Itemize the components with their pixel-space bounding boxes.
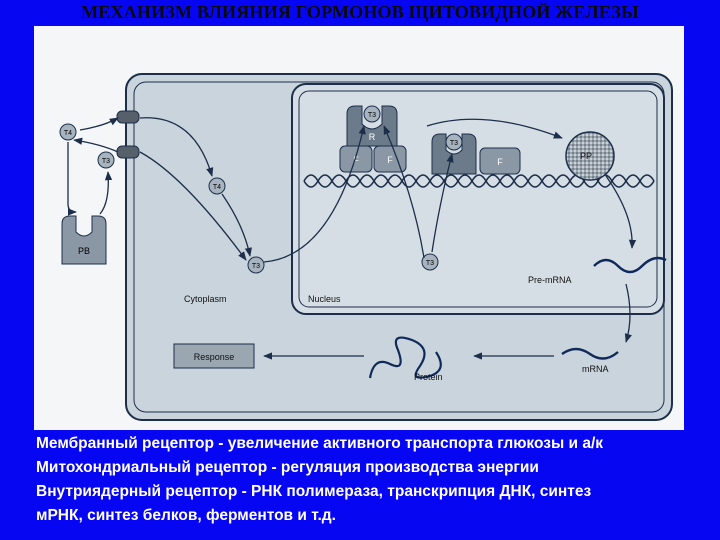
svg-text:T3: T3 <box>102 158 110 165</box>
svg-text:T3: T3 <box>252 263 260 270</box>
membrane-transporter-bottom <box>116 145 140 159</box>
r-receptor <box>431 133 477 175</box>
svg-text:F: F <box>353 155 359 165</box>
t3-bound <box>445 133 463 151</box>
receptor-complex-left: F F R T3 <box>339 105 407 173</box>
slide-title: МЕХАНИЗМ ВЛИЯНИЯ ГОРМОНОВ ЩИТОВИДНОЙ ЖЕЛ… <box>81 2 639 22</box>
caption-line-mitochondrial: Митохондриальный рецептор - регуляция пр… <box>36 459 539 476</box>
svg-text:T4: T4 <box>213 184 221 191</box>
t3-cytoplasm: T3 <box>247 256 265 274</box>
svg-text:F: F <box>497 157 503 167</box>
svg-text:PP: PP <box>580 151 592 161</box>
svg-text:Protein: Protein <box>414 372 443 382</box>
pre-mrna-strand <box>593 256 667 274</box>
caption: Мембранный рецептор - увеличение активно… <box>36 432 716 528</box>
f-protein <box>479 147 521 175</box>
caption-line-synthesis: мРНК, синтез белков, ферментов и т.д. <box>36 507 336 524</box>
rna-polymerase <box>565 131 615 181</box>
hormone-mechanism-diagram: F F R T3 T3 F PP PB T4 T3 T4 T3 T3 <box>34 26 684 430</box>
membrane-transporter-top <box>116 110 140 124</box>
t4-cytoplasm: T4 <box>208 177 226 195</box>
svg-text:R: R <box>369 132 376 142</box>
svg-text:T3: T3 <box>450 140 458 147</box>
svg-text:T4: T4 <box>64 130 72 137</box>
receptor-complex-right: T3 F <box>431 133 521 175</box>
pb-binding-protein <box>61 215 107 265</box>
r-receptor <box>346 105 398 147</box>
t3-nucleus: T3 <box>421 253 439 271</box>
svg-text:PB: PB <box>78 246 90 256</box>
svg-text:Response: Response <box>194 352 235 362</box>
t4-outside: T4 <box>59 123 77 141</box>
mrna-strand <box>561 347 619 360</box>
caption-line-membrane: Мембранный рецептор - увеличение активно… <box>36 435 604 452</box>
cytoplasm-label: Cytoplasm <box>184 294 227 304</box>
nucleus-label: Nucleus <box>308 294 341 304</box>
protein-chain <box>368 336 442 379</box>
t3-bound <box>363 105 381 123</box>
pathway-arrows <box>67 117 637 360</box>
svg-text:T3: T3 <box>368 112 376 119</box>
svg-text:T3: T3 <box>426 260 434 267</box>
svg-text:F: F <box>387 155 393 165</box>
t3-outside: T3 <box>97 151 115 169</box>
svg-text:Pre-mRNA: Pre-mRNA <box>528 275 572 285</box>
svg-text:mRNA: mRNA <box>582 364 609 374</box>
response-box <box>173 343 255 369</box>
caption-line-nuclear: Внутриядерный рецептор - РНК полимераза,… <box>36 483 592 500</box>
